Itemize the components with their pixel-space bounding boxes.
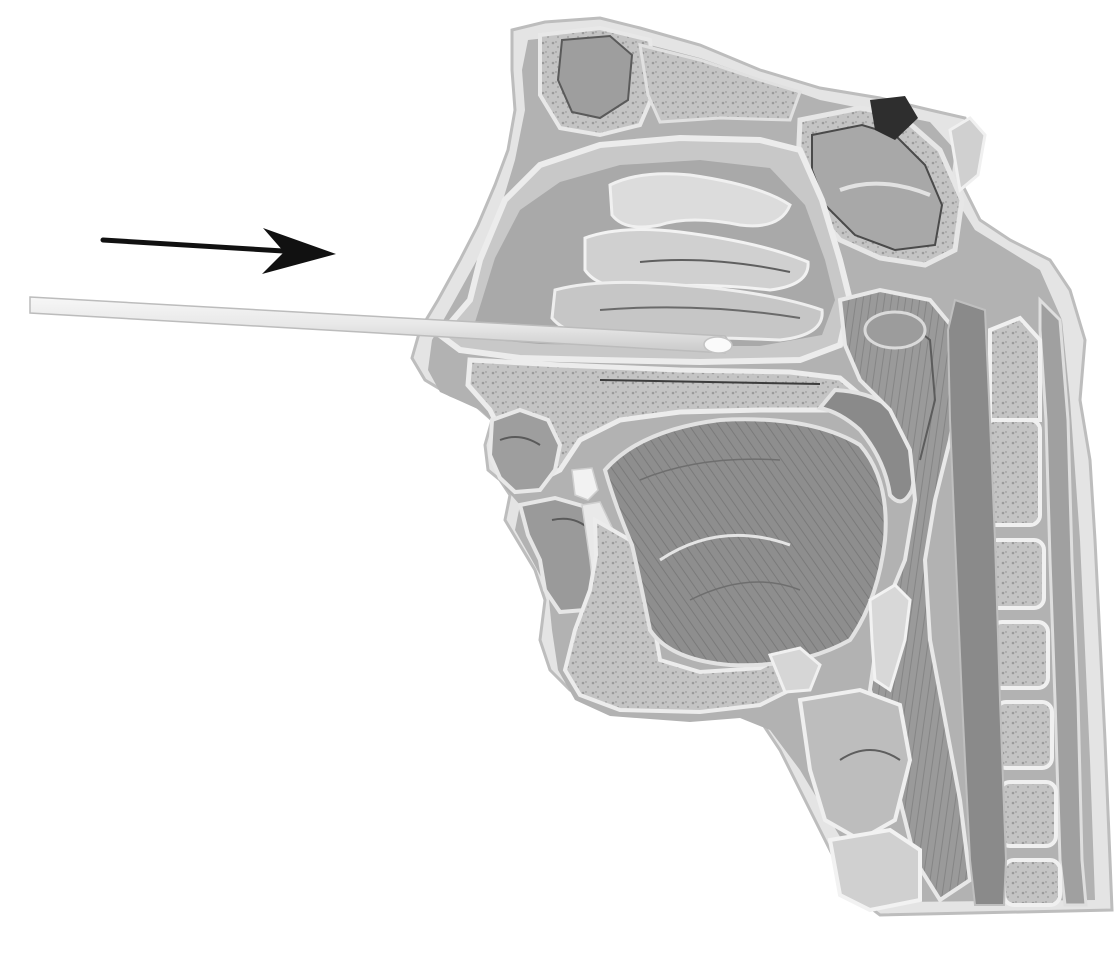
- vertebra-c7: [1004, 860, 1060, 905]
- arrow-shaft: [103, 240, 300, 252]
- cricoid-cartilage: [830, 830, 920, 910]
- upper-lip: [490, 410, 560, 492]
- arrow-icon: [103, 228, 336, 274]
- vertebra-c4: [992, 622, 1048, 688]
- dens: [990, 318, 1040, 420]
- frontal-sinus-cavity: [558, 36, 632, 118]
- adenoid-region: [865, 312, 925, 348]
- vertebra-c5: [996, 702, 1052, 768]
- vertebra-c6: [1000, 782, 1056, 846]
- cervical-spine: [948, 300, 1086, 905]
